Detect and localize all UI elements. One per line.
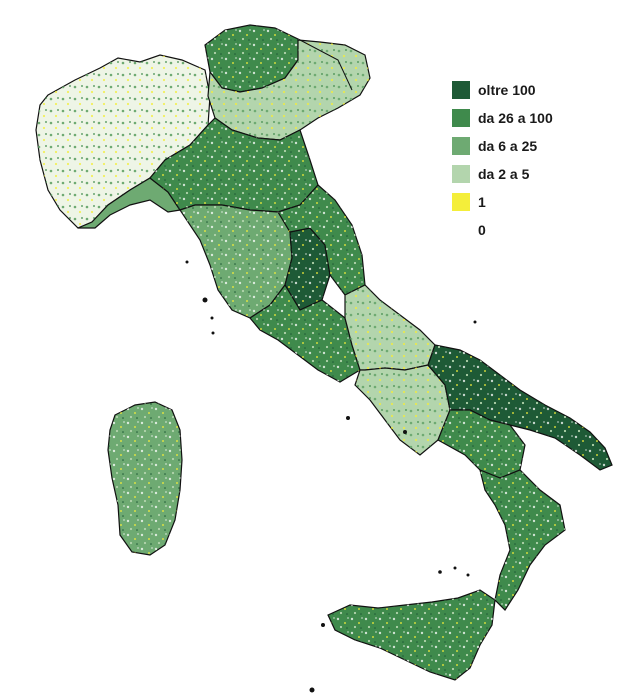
region-northeast xyxy=(207,39,371,141)
region-basilicata xyxy=(437,409,526,479)
legend-label-4: 1 xyxy=(478,194,486,210)
legend-label-1: da 26 a 100 xyxy=(478,110,553,126)
map-legend: oltre 100 da 26 a 100 da 6 a 25 da 2 a 5… xyxy=(452,76,553,244)
legend-label-3: da 2 a 5 xyxy=(478,166,530,182)
small-islands xyxy=(185,260,477,693)
legend-swatch-3 xyxy=(452,165,470,183)
legend-swatch-2 xyxy=(452,137,470,155)
legend-row-3: da 2 a 5 xyxy=(452,160,553,188)
legend-row-5: 0 xyxy=(452,216,553,244)
legend-label-5: 0 xyxy=(478,222,486,238)
legend-swatch-4 xyxy=(452,193,470,211)
legend-row-4: 1 xyxy=(452,188,553,216)
region-campania xyxy=(354,364,451,456)
legend-swatch-0 xyxy=(452,81,470,99)
legend-row-1: da 26 a 100 xyxy=(452,104,553,132)
legend-row-2: da 6 a 25 xyxy=(452,132,553,160)
legend-row-0: oltre 100 xyxy=(452,76,553,104)
region-abruzzo xyxy=(344,284,436,371)
region-sicilia xyxy=(327,589,496,681)
region-trentino xyxy=(204,24,301,93)
legend-swatch-1 xyxy=(452,109,470,127)
region-marche xyxy=(277,184,366,296)
region-lazio xyxy=(249,283,361,383)
legend-swatch-5 xyxy=(452,221,470,239)
region-calabria xyxy=(479,469,566,611)
legend-label-0: oltre 100 xyxy=(478,82,536,98)
region-northwest xyxy=(35,54,211,229)
region-sardegna xyxy=(107,401,183,556)
legend-label-2: da 6 a 25 xyxy=(478,138,538,154)
